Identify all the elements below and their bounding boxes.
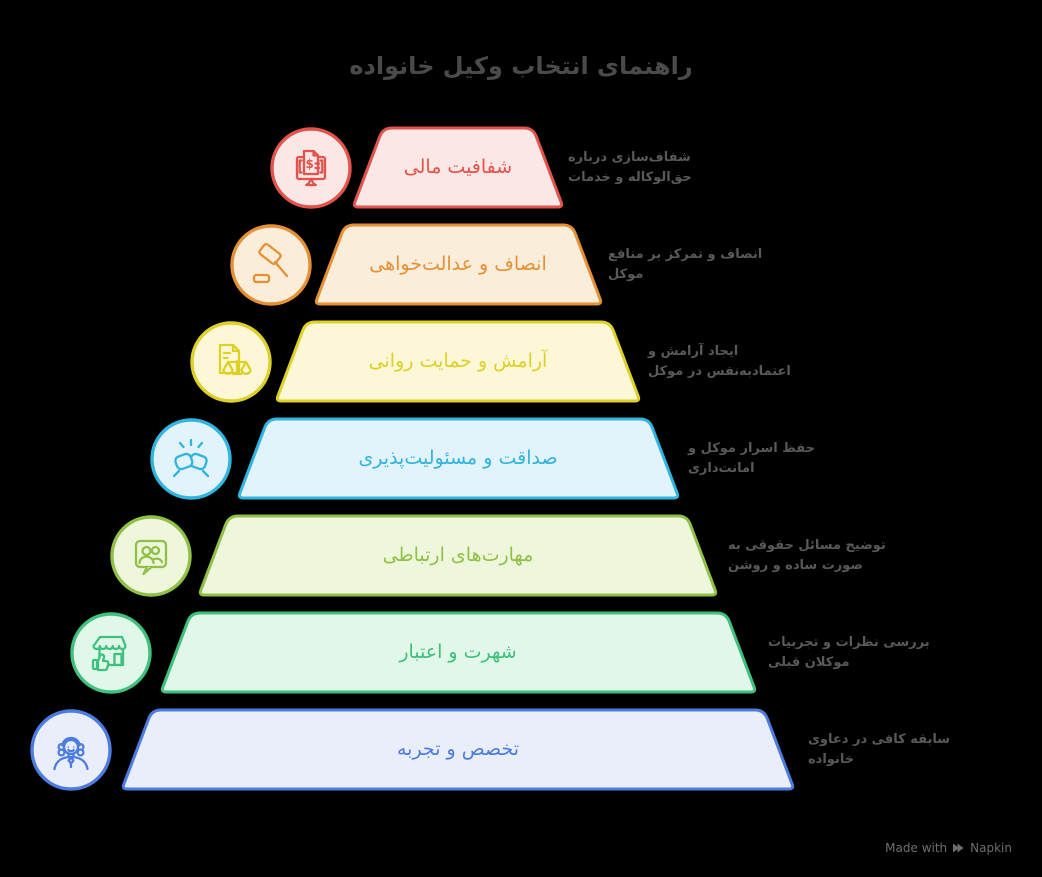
lawyer-woman-icon (30, 708, 112, 791)
pyramid-band-1 (352, 126, 564, 209)
pyramid-level-description: ایجاد آرامش و اعتمادبه‌نفس در موکل (648, 343, 791, 379)
pyramid-level-description: توضیح مسائل حقوقی به صورت ساده و روشن (728, 537, 886, 573)
storefront-thumbs-up-icon (70, 611, 152, 694)
pyramid-band-6 (160, 611, 756, 694)
gavel-icon (230, 223, 312, 306)
monitor-invoice-icon: $ (270, 126, 352, 209)
pyramid-level-description: سابقه کافی در دعاوی خانواده (808, 731, 951, 767)
pyramid-band-3 (275, 320, 641, 403)
watermark-brand: Napkin (970, 841, 1012, 855)
pyramid-band-5 (198, 514, 718, 597)
page-title: راهنمای انتخاب وکیل خانواده (349, 52, 693, 80)
pyramid-level-description: حفظ اسرار موکل و امانت‌داری (688, 440, 815, 476)
chat-people-icon (110, 514, 192, 597)
pyramid-level-description: انصاف و تمرکز بر منافع موکل (608, 246, 763, 282)
pyramid-level-description: شفاف‌سازی درباره حق‌الوکاله و خدمات (568, 149, 692, 185)
watermark: Made with Napkin (885, 841, 1012, 855)
pyramid-band-2 (314, 223, 602, 306)
napkin-logo-icon (952, 842, 965, 854)
pyramid-band-7 (121, 708, 795, 791)
pyramid-band-4 (237, 417, 679, 500)
svg-text:$: $ (306, 157, 314, 171)
fist-bump-icon (150, 417, 232, 500)
document-scale-icon (190, 320, 272, 403)
pyramid-level-description: بررسی نظرات و تجربیات موکلان قبلی (768, 634, 930, 670)
watermark-prefix: Made with (885, 841, 948, 855)
